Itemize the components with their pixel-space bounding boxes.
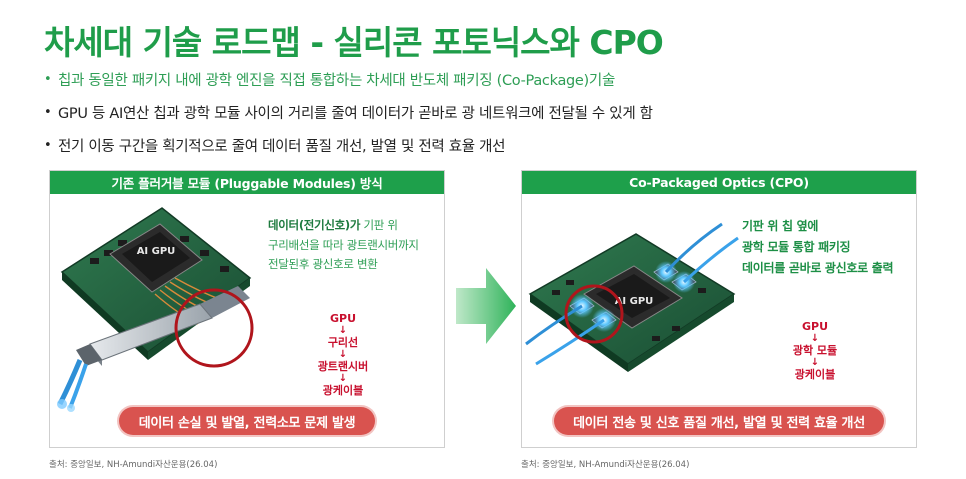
flow-step: GPU xyxy=(801,320,829,333)
source-note: 출처: 중앙일보, NH-Amundi자산운용(26.04) xyxy=(521,460,690,470)
chip-label: AI GPU xyxy=(137,246,176,257)
source-note: 출처: 중앙일보, NH-Amundi자산운용(26.04) xyxy=(49,460,218,470)
bullet-text: 전기 이동 구간을 획기적으로 줄여 데이터 품질 개선, 발열 및 전력 효율… xyxy=(58,138,506,155)
bullet-item: • 전기 이동 구간을 획기적으로 줄여 데이터 품질 개선, 발열 및 전력 … xyxy=(44,134,944,156)
arrow-down-icon: ↓ xyxy=(338,325,348,336)
desc-text: 구리배선을 따라 광트랜시버까지 xyxy=(268,237,419,252)
chip-label: AI GPU xyxy=(615,296,654,307)
bullet-item: • 칩과 동일한 패키지 내에 광학 엔진을 직접 통합하는 차세대 반도체 패… xyxy=(44,68,944,90)
desc-text: 기판 위 xyxy=(360,218,399,232)
flow-step: GPU xyxy=(329,312,357,325)
signal-flow: GPU ↓ 광학 모듈 ↓ 광케이블 xyxy=(770,320,860,381)
pluggable-description: 데이터(전기신호)가 기판 위 구리배선을 따라 광트랜시버까지 전달된후 광신… xyxy=(268,216,419,275)
page-title: 차세대 기술 로드맵 - 실리콘 포토닉스와 CPO xyxy=(44,23,664,62)
signal-flow: GPU ↓ 구리선 ↓ 광트랜시버 ↓ 광케이블 xyxy=(298,312,388,397)
desc-text: 기판 위 칩 옆에 xyxy=(742,219,819,233)
chip-label-text: AI GPU xyxy=(615,296,654,307)
flow-step: 광케이블 xyxy=(322,384,364,397)
bullet-item: • GPU 등 AI연산 칩과 광학 모듈 사이의 거리를 줄여 데이터가 곧바… xyxy=(44,101,944,123)
panel-header: 기존 플러거블 모듈 (Pluggable Modules) 방식 xyxy=(50,171,444,194)
cpo-board-illustration: AI GPU xyxy=(525,222,739,372)
flow-step: 광트랜시버 xyxy=(317,360,369,373)
pluggable-board-illustration: AI GPU xyxy=(57,207,254,412)
panel-body: AI GPU 데이터(전기신호)가 기판 위 구리배선을 따라 광트랜시버까지 … xyxy=(50,194,444,447)
chip-label-text: AI GPU xyxy=(137,246,176,257)
bullet-text: 칩과 동일한 패키지 내에 광학 엔진을 직접 통합하는 차세대 반도체 패키징… xyxy=(58,72,615,89)
transition-arrow-icon xyxy=(456,268,516,344)
desc-text: 전달된후 광신호로 변환 xyxy=(268,257,378,271)
desc-text: 데이터를 곧바로 광신호로 출력 xyxy=(742,261,894,275)
desc-text: 광학 모듈 통합 패키징 xyxy=(742,240,851,254)
flow-step: 광학 모듈 xyxy=(792,344,838,357)
desc-highlight: 데이터(전기신호)가 xyxy=(268,218,361,232)
bullet-text: GPU 등 AI연산 칩과 광학 모듈 사이의 거리를 줄여 데이터가 곧바로 … xyxy=(58,105,653,122)
bullet-dot-icon: • xyxy=(44,104,52,120)
pluggable-modules-panel: 기존 플러거블 모듈 (Pluggable Modules) 방식 xyxy=(49,170,445,448)
arrow-down-icon: ↓ xyxy=(338,373,348,384)
bullet-dot-icon: • xyxy=(44,137,52,153)
panel-body: AI GPU 기판 위 칩 옆에 광학 모듈 통합 패키징 xyxy=(522,194,916,447)
arrow-down-icon: ↓ xyxy=(810,333,820,344)
flow-step: 광케이블 xyxy=(794,368,836,381)
cpo-description: 기판 위 칩 옆에 광학 모듈 통합 패키징 데이터를 곧바로 광신호로 출력 xyxy=(742,216,894,279)
bullet-dot-icon: • xyxy=(44,71,52,87)
cpo-panel: Co-Packaged Optics (CPO) AI G xyxy=(521,170,917,448)
bullet-list: • 칩과 동일한 패키지 내에 광학 엔진을 직접 통합하는 차세대 반도체 패… xyxy=(44,68,944,167)
arrow-down-icon: ↓ xyxy=(810,357,820,368)
problem-pill: 데이터 손실 및 발열, 전력소모 문제 발생 xyxy=(119,407,375,435)
improvement-pill: 데이터 전송 및 신호 품질 개선, 발열 및 전력 효율 개선 xyxy=(554,407,884,435)
flow-step: 구리선 xyxy=(327,336,359,349)
panel-header: Co-Packaged Optics (CPO) xyxy=(522,171,916,194)
arrow-down-icon: ↓ xyxy=(338,349,348,360)
